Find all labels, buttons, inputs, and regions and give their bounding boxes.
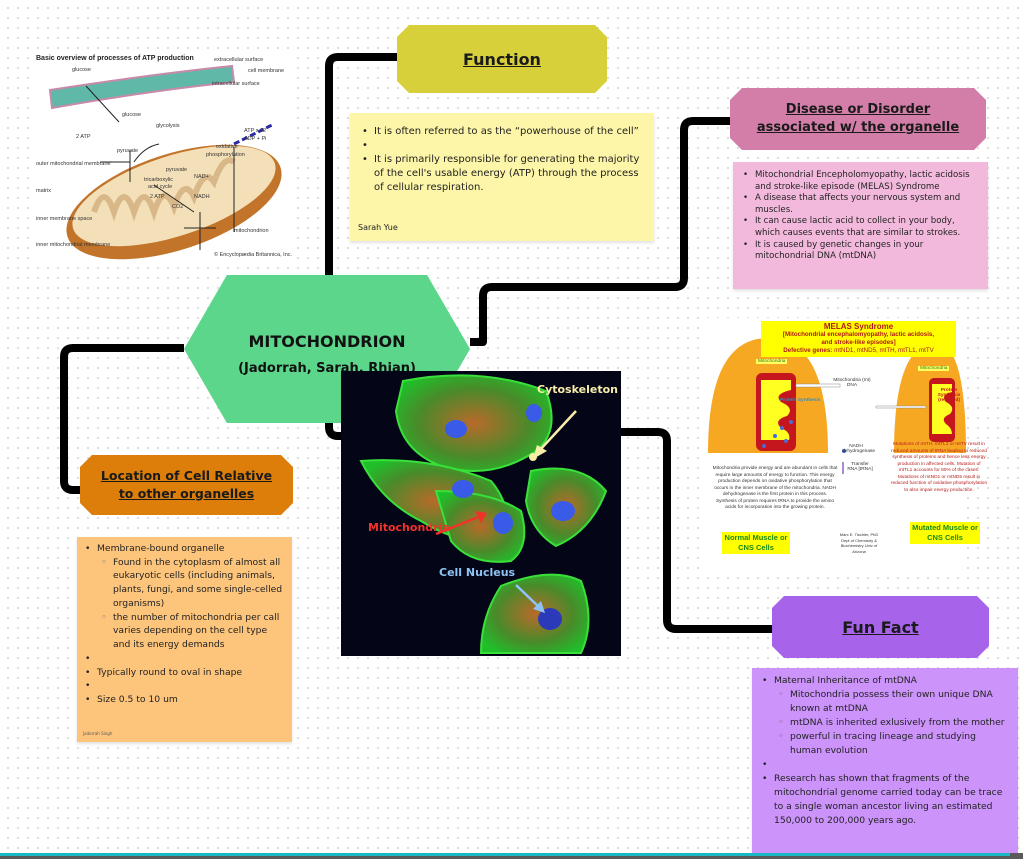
scrollbar-thumb[interactable]	[0, 853, 1010, 856]
function-author: Sarah Yue	[358, 223, 398, 232]
mitochondria-label: Mitochondria	[368, 521, 450, 534]
function-item: It is often referred to as the “powerhou…	[360, 125, 644, 139]
melas-genes: mtND1, mtND5, mtTH, mtTL1, mtTV	[834, 347, 934, 354]
atp-label: mitochondrion	[234, 228, 269, 234]
cell-nucleus-label: Cell Nucleus	[439, 566, 516, 579]
location-note: Membrane-bound organelle Found in the cy…	[77, 537, 292, 742]
fun-fact-item: Maternal Inheritance of mtDNA	[760, 674, 1010, 688]
disease-item: Mitochondrial Encepholomyopathy, lactic …	[741, 170, 980, 193]
central-title: MITOCHONDRION	[248, 332, 406, 351]
location-header-line1: Location of Cell Relative	[100, 468, 273, 483]
melas-subtitle-1: [Mitochondrial encephalomyopathy, lactic…	[782, 331, 935, 338]
atp-label: inner mitochondrial membrane	[36, 242, 111, 248]
function-header-label: Function	[463, 49, 541, 69]
atp-production-figure: Basic overview of processes of ATP produ…	[34, 52, 296, 264]
fun-fact-item: Research has shown that fragments of the…	[760, 772, 1010, 828]
melas-normal-tag: Normal Muscle or CNS Cells	[722, 532, 790, 554]
atp-label: glucose	[122, 112, 141, 118]
micrograph-illustration	[359, 374, 608, 654]
disease-header-line1: Disease or Disorder	[785, 102, 931, 117]
fun-fact-subitem: mtDNA is inherited exlusively from the m…	[760, 716, 1010, 730]
horizontal-scrollbar[interactable]	[0, 853, 1023, 859]
atp-label: matrix	[36, 188, 51, 194]
atp-label: outer mitochondrial membrane	[36, 161, 111, 167]
location-item: Membrane-bound organelle	[83, 542, 286, 556]
disease-header-line2: associated w/ the organelle	[756, 120, 960, 135]
atp-label: pyruvate	[166, 167, 188, 173]
function-header[interactable]: Function	[397, 25, 607, 93]
atp-label: cell membrane	[248, 68, 285, 74]
melas-title: MELAS Syndrome	[823, 322, 894, 331]
disease-item: It is caused by genetic changes in your …	[741, 240, 980, 263]
melas-trna: Transfer RNA [tRNA]	[847, 462, 873, 472]
melas-genes-label: Defective genes:	[783, 347, 833, 354]
atp-label: ATP x 32	[244, 128, 267, 134]
location-header[interactable]: Location of Cell Relative to other organ…	[80, 455, 293, 515]
melas-credit: Marc E. Tischler, PhD Dept of Chemistry …	[839, 532, 879, 554]
atp-figure-title: Basic overview of processes of ATP produ…	[36, 55, 194, 62]
atp-label: ADP + Pi	[244, 136, 267, 142]
connector-function	[325, 53, 397, 275]
location-header-line2: to other organelles	[118, 486, 255, 501]
fun-fact-header[interactable]: Fun Fact	[772, 596, 989, 658]
cytoskeleton-label: Cytoskeleton	[537, 383, 618, 396]
connector-disease	[470, 117, 730, 346]
atp-label: 2 ATP	[150, 194, 165, 200]
disease-item: A disease that affects your nervous syst…	[741, 193, 980, 216]
atp-label: pyruvate	[117, 148, 139, 154]
cell-micrograph: Cytoskeleton Mitochondria Cell Nucleus	[341, 371, 621, 656]
atp-label: extracellular surface	[214, 57, 264, 63]
atp-label: 2 ATP	[76, 134, 91, 140]
function-item: It is primarily responsible for generati…	[360, 153, 644, 195]
location-item: Typically round to oval in shape	[83, 666, 286, 680]
atp-label: phosphorylation	[206, 152, 245, 158]
atp-label: intracellular surface	[212, 81, 260, 87]
fun-fact-note: Maternal Inheritance of mtDNA Mitochondr…	[752, 668, 1018, 859]
melas-mito-right: Mitochondria	[918, 366, 950, 371]
atp-label: acid cycle	[148, 184, 173, 190]
melas-mito-left: Mitochondria	[756, 359, 788, 364]
fun-fact-subitem: powerful in tracing lineage and studying…	[760, 730, 1010, 758]
melas-protein-synthesis-reduced: Protein Synthesis (reduced)	[937, 388, 961, 403]
atp-label: oxidative	[216, 144, 238, 150]
connector-location	[60, 344, 184, 494]
fun-fact-header-label: Fun Fact	[842, 617, 919, 637]
atp-label: tricarboxylic	[144, 177, 174, 183]
disease-note: Mitochondrial Encepholomyopathy, lactic …	[733, 162, 988, 289]
atp-label: glycolysis	[156, 123, 180, 129]
atp-credit: © Encyclopædia Britannica, Inc.	[214, 252, 293, 258]
disease-header[interactable]: Disease or Disorder associated w/ the or…	[730, 88, 986, 150]
atp-illustration	[48, 64, 282, 260]
atp-label: CO2	[172, 204, 184, 210]
melas-figure: MELAS Syndrome [Mitochondrial encephalom…	[706, 318, 987, 576]
melas-mutated-tag: Mutated Muscle or CNS Cells	[910, 522, 980, 544]
location-subitem: Found in the cytoplasm of almost all euk…	[83, 556, 286, 611]
melas-subtitle-2: and stroke-like episodes]	[821, 339, 896, 346]
location-item: Size 0.5 to 10 um	[83, 693, 286, 707]
atp-label: NADH	[194, 194, 210, 200]
connector-center-down	[325, 423, 343, 440]
disease-item: It can cause lactic acid to collect in y…	[741, 216, 980, 239]
fun-fact-subitem: Mitochondria possess their own unique DN…	[760, 688, 1010, 716]
melas-mutated-text: Mutations of mtTH, mtTL1 or mtTV result …	[890, 442, 988, 493]
melas-nadh: NADH dehydrogenase	[842, 444, 876, 454]
melas-mt-dna: Mitochondria (mt) DNA	[833, 378, 871, 388]
connector-funfact	[621, 428, 772, 633]
melas-header: MELAS Syndrome [Mitochondrial encephalom…	[761, 321, 956, 357]
atp-label: glucose	[72, 67, 91, 73]
location-subitem: the number of mitochondria per call vari…	[83, 611, 286, 652]
function-note: It is often referred to as the “powerhou…	[350, 113, 654, 241]
melas-normal-text: Mitochondria provide energy and are abun…	[712, 466, 838, 510]
melas-protein-synthesis: Protein Synthesis	[780, 398, 821, 403]
atp-label: NAD+	[194, 174, 209, 180]
location-author: Jadorrah Singh	[83, 731, 113, 736]
atp-label: inner membrane space	[36, 216, 93, 222]
